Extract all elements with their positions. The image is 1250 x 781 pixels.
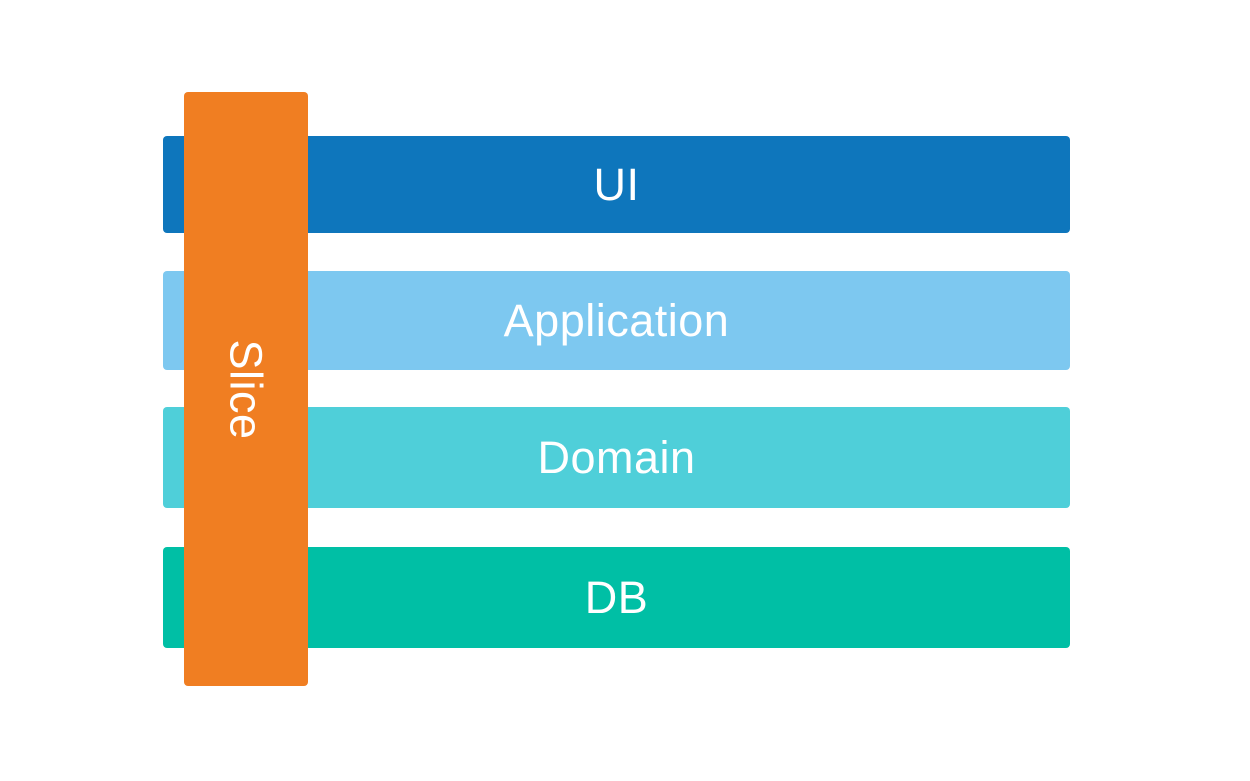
layer-label-domain: Domain — [537, 432, 696, 483]
layer-bar-db[interactable]: DB — [163, 547, 1070, 648]
layer-bar-domain[interactable]: Domain — [163, 407, 1070, 508]
layer-label-ui: UI — [593, 159, 640, 210]
layer-label-application: Application — [503, 295, 730, 346]
layer-label-db: DB — [584, 572, 649, 623]
vertical-slice-label: Slice — [220, 338, 272, 440]
layer-bar-application[interactable]: Application — [163, 271, 1070, 370]
vertical-slice-bar[interactable]: Slice — [184, 92, 308, 686]
layer-bar-ui[interactable]: UI — [163, 136, 1070, 233]
